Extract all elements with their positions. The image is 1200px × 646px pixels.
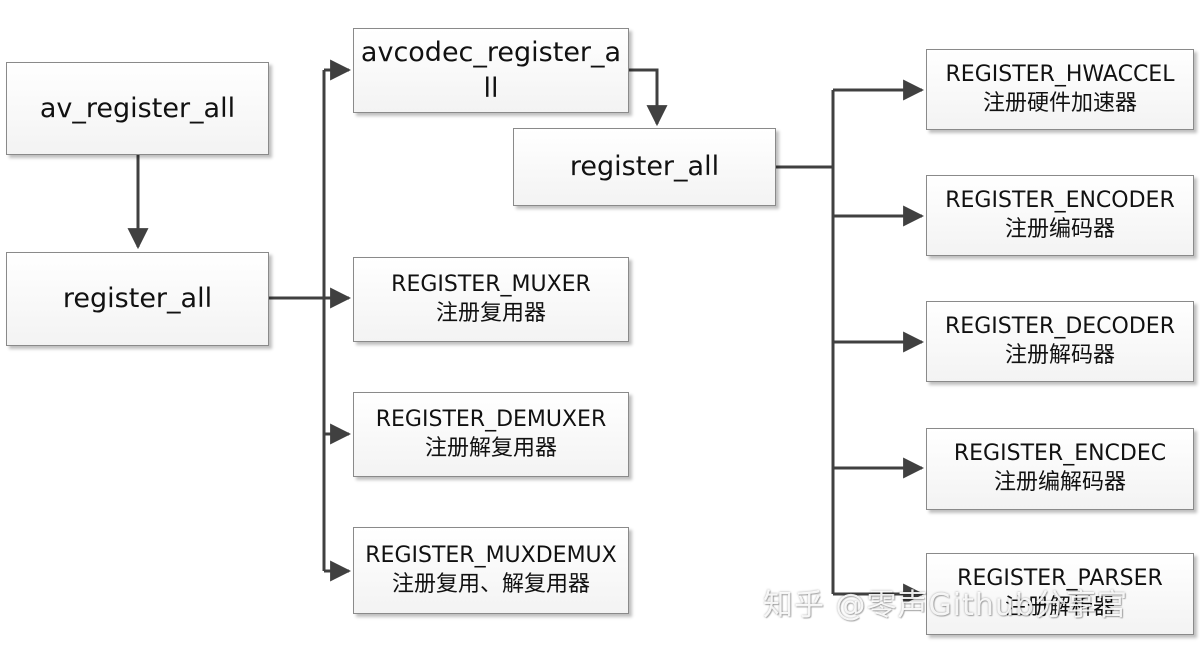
node-label: REGISTER_ENCDEC (953, 441, 1167, 467)
node-label-line2: ll (483, 72, 499, 104)
node-desc: 注册解析器 (1004, 595, 1115, 620)
node-register-demuxer: REGISTER_DEMUXER 注册解复用器 (353, 392, 629, 477)
node-label-line1: avcodec_register_a (360, 37, 622, 69)
node-desc: 注册解码器 (1004, 342, 1115, 368)
node-label: register_all (62, 283, 213, 315)
node-label: REGISTER_ENCODER (945, 187, 1175, 213)
node-desc: 注册编解码器 (993, 470, 1126, 495)
node-register-encoder: REGISTER_ENCODER 注册编码器 (926, 175, 1194, 256)
node-label: REGISTER_PARSER (957, 566, 1163, 592)
node-avcodec-register-all: avcodec_register_a ll (353, 28, 629, 113)
node-desc: 注册硬件加速器 (982, 90, 1137, 116)
node-label: av_register_all (39, 92, 236, 124)
node-label: REGISTER_MUXER (391, 271, 591, 297)
node-av-register-all: av_register_all (6, 62, 269, 155)
node-label: REGISTER_HWACCEL (945, 61, 1175, 87)
watermark-text: 知乎 @零声Github分享官 (763, 588, 1128, 623)
node-register-muxer: REGISTER_MUXER 注册复用器 (353, 257, 629, 342)
node-register-muxdemux: REGISTER_MUXDEMUX 注册复用、解复用器 (353, 527, 629, 614)
node-register-encdec: REGISTER_ENCDEC 注册编解码器 (926, 428, 1194, 510)
node-register-parser: REGISTER_PARSER 注册解析器 (926, 553, 1194, 635)
node-desc: 注册解复用器 (424, 435, 557, 461)
node-label: REGISTER_MUXDEMUX (365, 542, 617, 568)
node-desc: 注册复用、解复用器 (391, 571, 590, 597)
node-label: REGISTER_DEMUXER (375, 406, 607, 432)
node-register-all-left: register_all (6, 252, 269, 346)
node-register-all-mid: register_all (513, 128, 776, 206)
node-desc: 注册复用器 (435, 300, 546, 326)
node-register-hwaccel: REGISTER_HWACCEL 注册硬件加速器 (926, 49, 1194, 130)
edge-avcodec-to-register-mid (629, 68, 668, 127)
node-label: REGISTER_DECODER (945, 313, 1175, 339)
node-desc: 注册编码器 (1004, 216, 1115, 242)
node-label: register_all (569, 151, 720, 183)
node-register-decoder: REGISTER_DECODER 注册解码器 (926, 301, 1194, 382)
